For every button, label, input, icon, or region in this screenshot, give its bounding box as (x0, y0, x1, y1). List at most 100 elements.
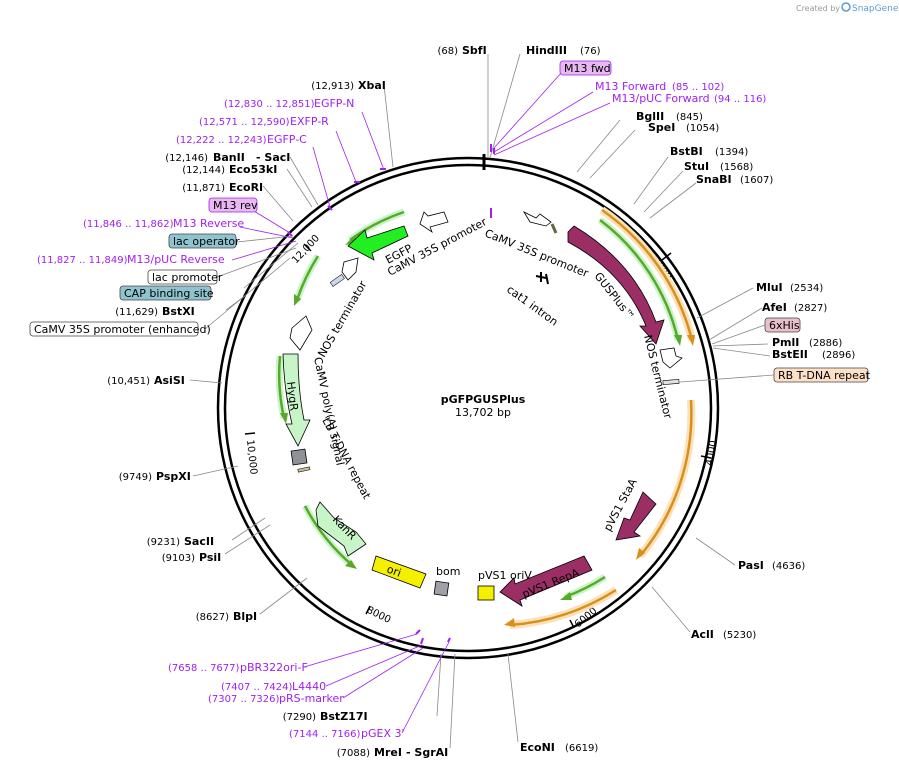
svg-text:AfeI: AfeI (762, 301, 787, 314)
site-stui[interactable]: StuI(1568) (684, 160, 753, 173)
svg-text:BlpI: BlpI (233, 610, 257, 623)
camv-promoter-a-arrow (522, 211, 552, 227)
site-acli[interactable]: AclI(5230) (691, 628, 756, 641)
tick-10000: 10,000 (244, 432, 259, 475)
nos-terminator-a-arrow (659, 347, 683, 369)
svg-text:M13/pUC Reverse: M13/pUC Reverse (127, 253, 225, 266)
orange-track-repa (504, 586, 619, 629)
site-mrei[interactable]: (7088)MreI- SgrAI (337, 746, 449, 759)
svg-text:10,000: 10,000 (244, 439, 259, 475)
lac-operator-label[interactable]: lac operator (168, 233, 240, 249)
6xhis-label[interactable]: 6xHis (764, 317, 801, 333)
svg-text:(2534): (2534) (790, 283, 823, 294)
primer-egfpc[interactable]: (12,222 .. 12,243)EGFP-C (176, 133, 307, 146)
site-asisi[interactable]: (10,451)AsiSI (107, 374, 185, 387)
primer-pgex3[interactable]: (7144 .. 7166)pGEX 3' (289, 727, 405, 740)
primer-m13pucforward[interactable]: M13/pUC Forward(94 .. 116) (612, 92, 766, 105)
site-sbfi[interactable]: (68)SbfI (437, 44, 486, 57)
site-snabi[interactable]: SnaBI(1607) (696, 173, 773, 186)
bom-box (433, 580, 450, 597)
svg-text:(2896): (2896) (822, 350, 855, 361)
site-bstbi[interactable]: BstBI(1394) (670, 145, 748, 158)
primer-exfpr[interactable]: (12,571 .. 12,590)EXFP-R (199, 115, 329, 128)
primer-m13fwd[interactable]: M13 fwd (559, 60, 612, 76)
svg-text:(845): (845) (676, 112, 703, 123)
site-psii[interactable]: (9103)PsiI (162, 551, 222, 564)
site-pspxi[interactable]: (9749)PspXI (119, 470, 191, 483)
primer-leader-lines (231, 71, 611, 734)
camv-enhanced-label[interactable]: CaMV 35S promoter (enhanced) (29, 321, 211, 337)
lac-promoter-label[interactable]: lac promoter (147, 269, 223, 285)
site-bstz17i[interactable]: (7290)BstZ17I (283, 710, 368, 723)
lb-repeat-box (290, 448, 308, 466)
site-econi[interactable]: EcoNI(6619) (520, 741, 598, 754)
svg-text:BstEII: BstEII (772, 348, 808, 361)
primer-l4440[interactable]: (7407 .. 7424)L4440 (221, 680, 326, 693)
orange-track-gus (599, 206, 696, 346)
primer-marks (287, 144, 495, 645)
svg-text:BanII: BanII (213, 151, 245, 164)
svg-text:6xHis: 6xHis (769, 319, 800, 332)
site-pasi[interactable]: PasI(4636) (738, 559, 805, 572)
backbone-inner-ring (223, 163, 713, 653)
svg-text:SpeI: SpeI (648, 121, 675, 134)
site-eco53ki[interactable]: (12,144)Eco53kI (182, 163, 277, 176)
svg-text:- SacI: - SacI (256, 151, 290, 164)
site-bstxi[interactable]: (11,629)BstXI (115, 305, 195, 318)
bom-label: bom (436, 565, 460, 578)
site-ecori[interactable]: (11,871)EcoRI (182, 181, 263, 194)
svg-text:(12,146): (12,146) (165, 153, 208, 164)
ori-arrow (371, 555, 427, 589)
site-pmli[interactable]: PmlI(2886) (772, 336, 842, 349)
svg-text:(10,451): (10,451) (107, 376, 150, 387)
svg-text:(11,846 .. 11,862): (11,846 .. 11,862) (83, 219, 174, 230)
primer-prs[interactable]: (7307 .. 7326)pRS-marker (208, 692, 344, 705)
rb-tdna-repeat-label[interactable]: RB T-DNA repeat (773, 367, 871, 383)
site-spei[interactable]: SpeI(1054) (648, 121, 719, 134)
svg-text:HindIII: HindIII (526, 44, 567, 57)
primer-m13pucreverse[interactable]: (11,827 .. 11,849)M13/pUC Reverse (37, 253, 225, 266)
primer-m13forward[interactable]: M13 Forward(85 .. 102) (595, 80, 724, 93)
primer-pbr322[interactable]: (7658 .. 7677)pBR322ori-F (168, 661, 308, 674)
site-xbai[interactable]: (12,913)XbaI (311, 79, 386, 92)
primer-m13rev[interactable]: M13 rev (208, 197, 258, 213)
svg-text:SnaBI: SnaBI (696, 173, 732, 186)
svg-text:EcoRI: EcoRI (229, 181, 263, 194)
svg-text:(7407 .. 7424): (7407 .. 7424) (221, 682, 293, 693)
svg-text:MluI: MluI (756, 281, 783, 294)
svg-text:(4636): (4636) (772, 561, 805, 572)
svg-text:M13 Forward: M13 Forward (595, 80, 666, 93)
svg-text:M13 Reverse: M13 Reverse (173, 217, 244, 230)
rb-repeat-mark (662, 378, 680, 386)
svg-text:pGEX 3': pGEX 3' (361, 727, 405, 740)
primer-m13reverse[interactable]: (11,846 .. 11,862)M13 Reverse (83, 217, 244, 230)
svg-text:(12,144): (12,144) (182, 165, 225, 176)
green-track-gus (597, 217, 682, 346)
svg-text:(9749): (9749) (119, 472, 152, 483)
site-bsteii[interactable]: BstEII (2896) (772, 348, 855, 361)
cap-binding-site-label[interactable]: CAP binding site (119, 285, 214, 301)
svg-text:(1568): (1568) (720, 162, 753, 173)
site-bglii[interactable]: BglII(845) (636, 110, 703, 123)
site-blpi[interactable]: (8627)BlpI (196, 610, 257, 623)
lac-mark (329, 273, 345, 287)
site-banii[interactable]: (12,146) BanII - SacI (165, 151, 290, 164)
svg-text:M13 fwd: M13 fwd (564, 62, 611, 75)
tick-4000: 4000 (700, 440, 719, 467)
site-mlui[interactable]: MluI (2534) (756, 281, 823, 294)
svg-text:BstBI: BstBI (670, 145, 703, 158)
svg-text:(7144 .. 7166): (7144 .. 7166) (289, 729, 361, 740)
svg-text:(76): (76) (580, 46, 601, 57)
svg-text:PsiI: PsiI (199, 551, 221, 564)
nos-term-b-label: NOS terminator (315, 278, 369, 359)
svg-text:(7307 .. 7326): (7307 .. 7326) (208, 694, 280, 705)
site-hindiii[interactable]: HindIII (76) (526, 44, 601, 57)
site-sacii[interactable]: (9231)SacII (147, 535, 214, 548)
svg-text:M13 rev: M13 rev (213, 199, 258, 212)
backbone-outer-ring (216, 156, 720, 660)
primer-egfpn[interactable]: (12,830 .. 12,851)EGFP-N (224, 97, 354, 110)
pvs1-repa-arrow (499, 555, 593, 607)
site-afei[interactable]: AfeI(2827) (762, 301, 827, 314)
camv-polya-arrow (289, 315, 313, 351)
svg-text:BstXI: BstXI (162, 305, 195, 318)
